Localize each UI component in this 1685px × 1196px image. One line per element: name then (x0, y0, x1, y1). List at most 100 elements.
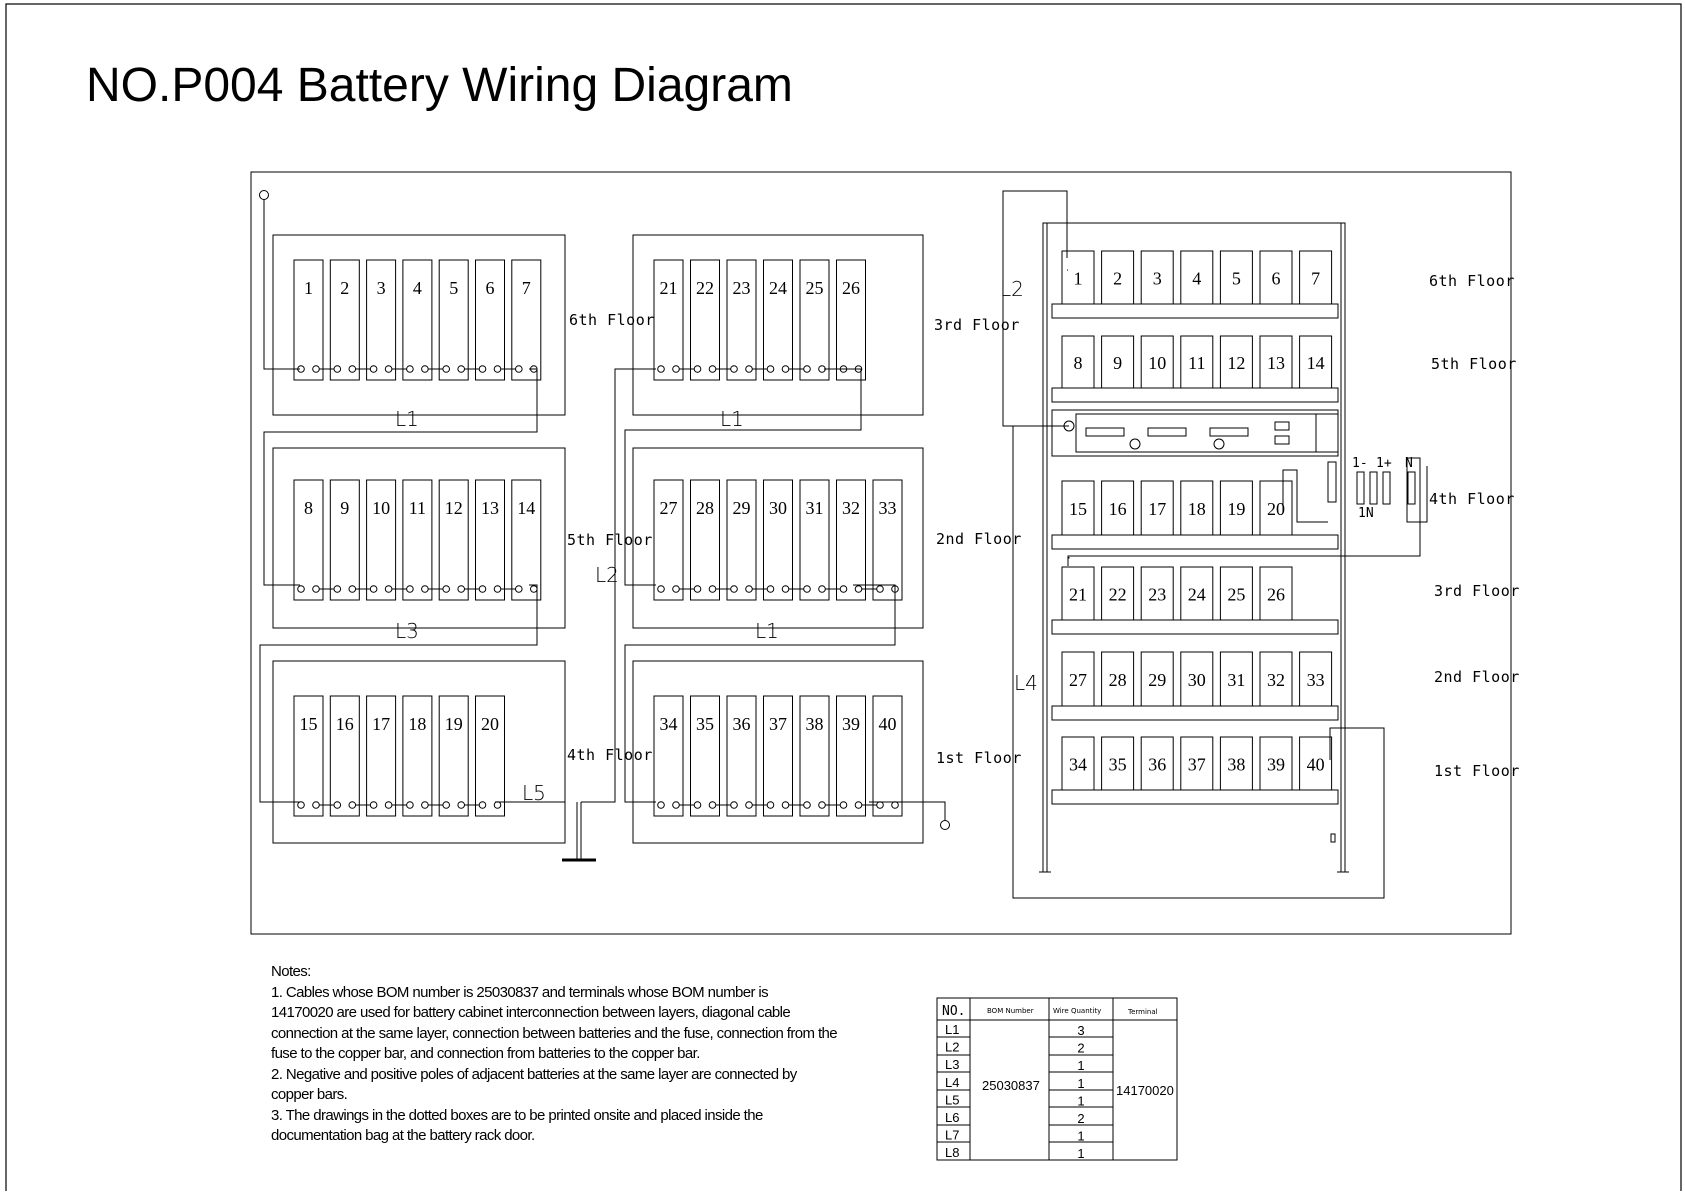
rack-battery (1259, 335, 1293, 389)
schematic-battery (366, 695, 397, 817)
terminal-pos (421, 585, 429, 593)
schematic-battery (799, 479, 830, 601)
group-frame-1st (632, 660, 924, 844)
battery-number: 28 (696, 498, 714, 518)
rack-battery-number: 27 (1069, 670, 1087, 690)
schematic-battery (690, 695, 720, 817)
table-bom-value: 25030837 (982, 1078, 1040, 1093)
terminal-neg (839, 585, 848, 593)
battery-number: 6 (486, 278, 495, 298)
notes-block: Notes: 1. Cables whose BOM number is 250… (271, 963, 838, 1144)
wire-l2-rack (1002, 190, 1069, 427)
wire-table-columns (969, 998, 1114, 1160)
terminal-pos (745, 801, 753, 809)
fuse-terminal-c (1213, 438, 1225, 450)
rack-battery (1219, 335, 1253, 389)
terminal-neg (369, 801, 378, 809)
page-title: NO.P004 Battery Wiring Diagram (86, 59, 793, 112)
terminal-strip-n (1407, 471, 1416, 505)
battery-number: 30 (769, 498, 787, 518)
table-row-no: L1 (945, 1022, 959, 1037)
terminal-pos (708, 585, 717, 593)
rack-battery (1061, 736, 1095, 791)
notes-line-3: connection at the same layer, connection… (271, 1025, 837, 1042)
schematic-battery (799, 259, 830, 381)
rack-battery-number: 31 (1227, 670, 1245, 690)
terminal-neg (478, 365, 487, 373)
shelf-4th (1051, 534, 1339, 550)
wire-table-border (936, 997, 1178, 1161)
battery-number: 2 (340, 278, 349, 298)
notes-line-1: 1. Cables whose BOM number is 25030837 a… (271, 984, 768, 1001)
floor-label-4th-schematic: 4th Floor (567, 746, 653, 764)
group-frame-5th (272, 447, 566, 629)
rack-battery (1140, 736, 1174, 791)
rack-battery-number: 7 (1311, 269, 1320, 289)
table-row-no: L2 (945, 1040, 959, 1055)
terminal-neg (766, 801, 775, 809)
floor-label-3rd-rack: 3rd Floor (1434, 582, 1520, 600)
rack-battery-number: 38 (1227, 755, 1245, 775)
terminal-neg (478, 801, 487, 809)
rack-battery (1180, 736, 1214, 791)
battery-number: 11 (409, 498, 426, 518)
rack-battery-number: 15 (1069, 499, 1087, 519)
schematic-battery (293, 479, 324, 601)
battery-number: 27 (660, 498, 678, 518)
table-row-qty: 2 (1077, 1041, 1084, 1056)
table-row-qty: 1 (1077, 1093, 1084, 1108)
table-header-terminal: Terminal (1127, 1008, 1158, 1016)
wire-table-qty-rows (1049, 1036, 1113, 1143)
terminal-neg (803, 801, 811, 809)
table-header-no: NO. (942, 1004, 965, 1019)
rack-battery (1299, 736, 1333, 791)
group-frames (272, 234, 924, 844)
wire-n-loop (1406, 457, 1428, 523)
table-row-qty: 1 (1077, 1146, 1084, 1161)
terminal-neg (297, 585, 305, 593)
fuse-terminal-b (1129, 438, 1141, 450)
terminal-neg (693, 585, 702, 593)
terminal-neg (657, 585, 665, 593)
schematic-battery (366, 259, 397, 381)
battery-number: 38 (806, 714, 824, 734)
shelf-5th (1051, 387, 1339, 403)
battery-number: 5 (449, 278, 458, 298)
terminal-pos (384, 365, 393, 373)
rack-battery (1299, 250, 1333, 305)
terminal-neg (730, 365, 738, 373)
notes-heading: Notes: (271, 963, 311, 980)
rack-battery (1259, 736, 1293, 791)
floor-label-1st-rack: 1st Floor (1434, 762, 1520, 780)
wire-l5-4-bar (495, 801, 566, 843)
terminal-neg (657, 365, 665, 373)
battery-number: 40 (879, 714, 897, 734)
rack-battery (1061, 250, 1095, 305)
floor-label-6th-schematic: 6th Floor (569, 311, 655, 329)
rack-battery (1101, 480, 1135, 536)
wire-label-l2-schematic: L2 (595, 563, 619, 587)
terminal-neg (730, 585, 738, 593)
rack-battery-number: 36 (1148, 755, 1166, 775)
group-frame-2nd (632, 447, 924, 629)
rack-battery (1140, 335, 1174, 389)
fuse-label-neg: 1- (1352, 456, 1368, 471)
wire-l2-bar-to-21 (581, 368, 656, 803)
schematic-battery (293, 259, 324, 381)
terminal-pos (312, 365, 320, 373)
schematic-battery (653, 259, 684, 381)
table-row-qty: 1 (1077, 1129, 1084, 1144)
schematic-battery (402, 695, 433, 817)
terminal-neg (730, 801, 738, 809)
rack-post-left (1042, 222, 1048, 873)
terminal-neg (515, 365, 523, 373)
terminal-pos (384, 801, 393, 809)
rack-battery-number: 14 (1307, 353, 1325, 373)
terminal-pos (708, 365, 717, 373)
battery-number: 37 (769, 714, 787, 734)
terminal-pos (672, 365, 680, 373)
terminal-pos (818, 801, 826, 809)
rack-battery-number: 2 (1113, 269, 1122, 289)
